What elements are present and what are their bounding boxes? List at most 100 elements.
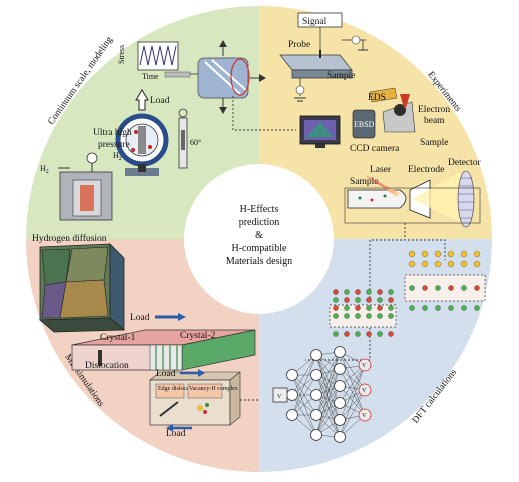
nn-node (334, 397, 346, 409)
atom (448, 285, 454, 291)
electron-label: Electron (418, 105, 450, 115)
atom (377, 297, 383, 303)
nn-edge (315, 385, 341, 436)
angle-label: 60° (190, 138, 201, 147)
crystal2-label: Crystal-2 (180, 331, 216, 341)
nn-edge (315, 368, 341, 416)
hydrogen-diffusion-label: Hydrogen diffusion (32, 233, 107, 244)
atom (409, 285, 415, 291)
atom (409, 305, 415, 311)
atom (355, 289, 361, 295)
md-load-label-3: Load (166, 429, 186, 439)
atom (408, 260, 416, 268)
pressure-vessel: H2 (113, 113, 169, 176)
atom (474, 305, 480, 311)
kelvin-probe-setup: Signal Probe Sample (279, 12, 368, 102)
nn-input-label: V (277, 394, 282, 400)
nn-node (334, 414, 346, 426)
md-load-label: Load (130, 313, 150, 323)
sample-label-probe: Sample (327, 71, 356, 81)
nn-node (358, 408, 372, 422)
nn-edge (315, 368, 341, 436)
nn-node (358, 358, 372, 372)
laser-label: Laser (370, 165, 392, 175)
atom (435, 305, 441, 311)
nn-node (286, 409, 298, 421)
nn-node (334, 363, 346, 375)
center-text: H-Effects prediction & H-compatible Mate… (226, 204, 292, 267)
nn-edge (315, 351, 341, 396)
atom (344, 331, 350, 337)
electrode-label: Electrode (408, 165, 444, 175)
dislocation-label: Dislocation (85, 361, 129, 371)
md-load-label-2: Load (156, 369, 176, 379)
atom (448, 305, 454, 311)
nn-edge (339, 389, 366, 421)
h2-label-vessel: H2 (113, 151, 122, 162)
vacancy-h-label: Vacancy-H complex (189, 386, 238, 392)
nn-node (286, 389, 298, 401)
bicrystal-block: Crystal-1 Crystal-2 Dislocation Load (71, 313, 256, 371)
load-arrow-up: Load (135, 89, 170, 111)
load-label-top: Load (150, 96, 170, 106)
atom (366, 297, 372, 303)
nn-edge (291, 354, 317, 396)
dft-slab-right (404, 250, 486, 311)
atom (355, 297, 361, 303)
nn-node (310, 349, 322, 361)
atom (344, 289, 350, 295)
stress-label: Stress (117, 45, 126, 64)
nn-edge (339, 351, 366, 391)
atom (434, 260, 442, 268)
atom (388, 305, 394, 311)
atom (421, 260, 429, 268)
atom (461, 285, 467, 291)
atom (460, 260, 468, 268)
atom (473, 250, 481, 258)
atom (366, 305, 372, 311)
nn-output-label: V (362, 413, 367, 419)
signal-label: Signal (302, 17, 327, 27)
atom (434, 250, 442, 258)
eds-label: EDS (368, 93, 386, 103)
nn-edge (315, 394, 341, 438)
detector-label: Detector (448, 158, 482, 168)
center-circle (184, 164, 334, 314)
nn-edge (315, 354, 341, 387)
neural-network: VVV V (272, 346, 372, 443)
atom (366, 331, 372, 337)
sample-label-apt: Sample (350, 177, 379, 187)
atom (421, 250, 429, 258)
atom (460, 250, 468, 258)
nn-node (310, 429, 322, 441)
nn-node (334, 380, 346, 392)
apt-setup: Laser Sample Electrode Detector (344, 158, 482, 228)
atom (333, 297, 339, 303)
nn-edge (339, 364, 366, 404)
atom (388, 331, 394, 337)
nn-edge (315, 354, 341, 404)
grain-structure-cube (38, 243, 126, 333)
beam-label: beam (424, 116, 445, 126)
atom (355, 313, 361, 319)
nn-edge (315, 354, 341, 421)
atom (355, 305, 361, 311)
nn-edge (339, 351, 366, 416)
atom (447, 250, 455, 258)
nn-edge (315, 374, 341, 421)
ultra-high-pressure-cell: Ultra high pressure H2 (40, 128, 132, 221)
nn-node (310, 369, 322, 381)
atom (355, 331, 361, 337)
fatigue-specimen-icon (164, 40, 266, 114)
atom (377, 305, 383, 311)
defect-box: Edge dislocation Vacancy-H complex Load … (149, 369, 241, 439)
atom (422, 305, 428, 311)
atom (344, 305, 350, 311)
center-line-3: & (255, 230, 263, 241)
atom (474, 285, 480, 291)
center-line-5: Materials design (226, 256, 292, 267)
nn-edge (339, 364, 366, 438)
stress-time-plot: Stress Time (117, 41, 179, 81)
atom (388, 313, 394, 319)
